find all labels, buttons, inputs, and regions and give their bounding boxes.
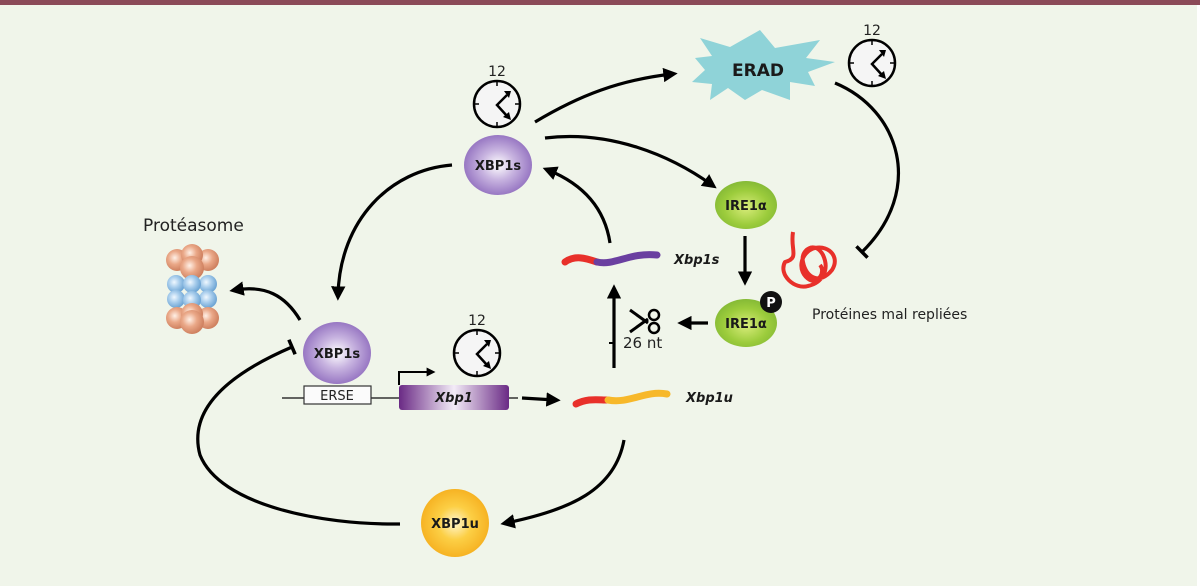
clock-icon-gene: 12 <box>452 313 502 378</box>
xbp1u-mrna-label: Xbp1u <box>685 391 733 406</box>
splice-26nt-label: 26 nt <box>623 334 662 352</box>
arrow-bound-xbp1s-to-proteasome <box>229 281 302 321</box>
xbp1u-label: XBP1u <box>431 517 479 532</box>
right-edge <box>1197 5 1200 586</box>
ire1a-p-label: IRE1α <box>725 317 767 332</box>
clock-label: 12 <box>488 64 506 80</box>
erse-label: ERSE <box>320 389 354 404</box>
erse-box <box>303 385 372 405</box>
top-border-bar <box>0 0 1200 5</box>
ire1a-node: IRE1α <box>715 181 777 229</box>
proteasome-icon <box>166 244 219 334</box>
clock-label: 12 <box>468 313 486 329</box>
arrow-xbp1s-to-bound-xbp1s <box>331 163 453 301</box>
xbp1u-mrna: Xbp1u <box>572 389 733 408</box>
xbp1s-bound-label: XBP1s <box>314 347 361 362</box>
xbp1u-protein-node: XBP1u <box>421 489 489 557</box>
erad-node: ERAD <box>692 30 835 100</box>
gene-locus: ERSE Xbp1 <box>282 385 518 410</box>
xbp1s-label: XBP1s <box>475 159 522 174</box>
ire1a-label: IRE1α <box>725 199 767 214</box>
xbp1s-protein-node: XBP1s <box>464 135 532 195</box>
arrow-mrna-to-xbp1u <box>500 439 626 529</box>
arrow-erad-inhibits-misfolded <box>834 81 900 259</box>
arrow-xbp1u-inhibits-xbp1s <box>196 338 401 526</box>
xbp1-gene-box <box>399 385 509 410</box>
arrow-xbp1s-mrna-to-xbp1s <box>542 166 612 244</box>
clock-icon-top: 12 <box>472 64 522 129</box>
arrow-gene-to-mrna <box>521 392 561 407</box>
ire1a-phospho-node: IRE1α P <box>715 291 782 347</box>
clock-label: 12 <box>863 23 881 39</box>
misfolded-proteins-label: Protéines mal repliées <box>812 307 967 323</box>
scissors-icon <box>629 308 661 335</box>
proteasome-label: Protéasome <box>143 216 244 236</box>
transcription-start-arrow <box>398 367 436 385</box>
xbp1-gene-label: Xbp1 <box>434 391 473 406</box>
misfolded-protein-squiggle <box>781 231 837 289</box>
arrow-xbp1s-to-ire1a <box>544 134 717 189</box>
phosphate-badge <box>760 291 782 313</box>
xbp1s-mrna: Xbp1s <box>561 251 720 268</box>
misfolded-proteins: Protéines mal repliées <box>781 231 967 323</box>
phosphate-label: P <box>766 296 776 311</box>
clock-icon-erad: 12 <box>847 23 897 88</box>
xbp1s-mrna-label: Xbp1s <box>673 253 720 268</box>
xbp1s-bound-node: XBP1s <box>303 322 371 384</box>
arrows <box>196 67 900 529</box>
arrow-xbp1s-to-erad <box>534 67 678 124</box>
erad-starburst <box>692 30 835 100</box>
erad-label: ERAD <box>732 61 784 81</box>
